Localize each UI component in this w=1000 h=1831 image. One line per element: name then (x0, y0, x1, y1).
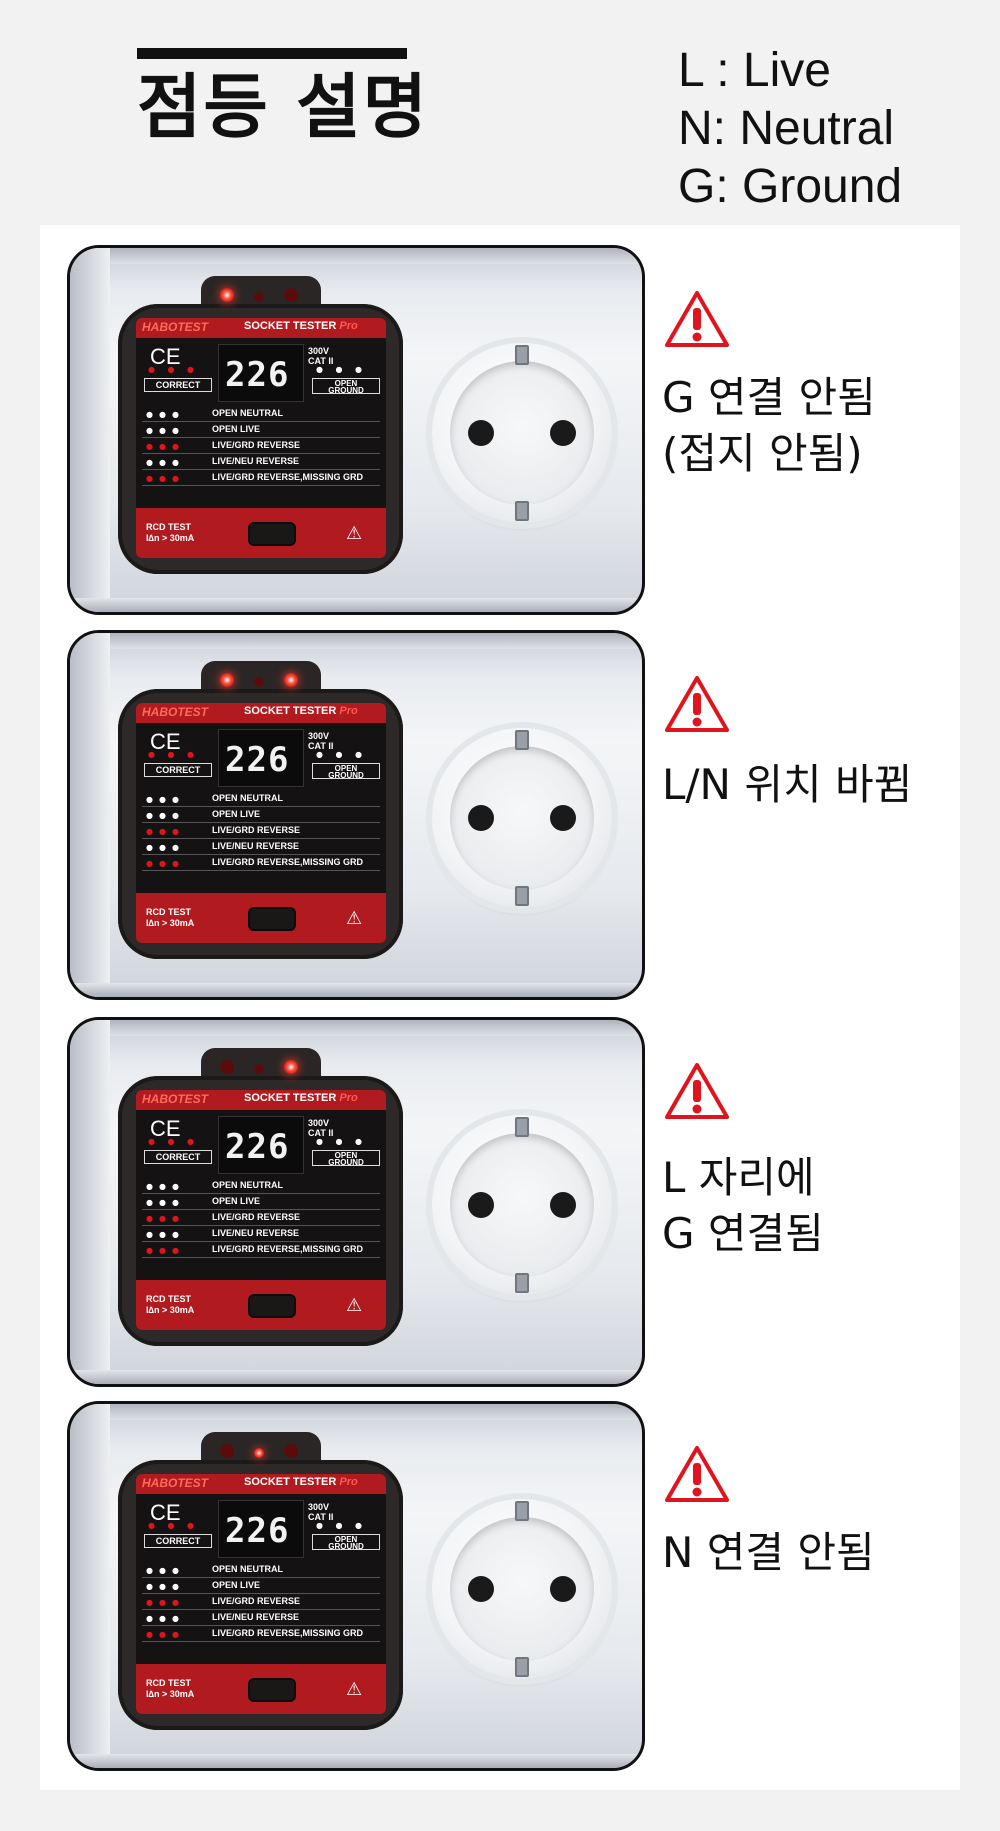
caption-line: (접지 안됨) (662, 429, 863, 478)
indicator-led-middle (254, 1064, 264, 1074)
indicator-led-left (220, 1060, 234, 1074)
voltage-display: 226 (218, 344, 304, 402)
warning-triangle-icon: ⚠ (346, 908, 363, 929)
indicator-led-left (220, 673, 234, 687)
brand-label: HABOTEST (142, 705, 208, 719)
indicator-led-middle (254, 677, 264, 687)
model-label: SOCKET TESTER Pro (244, 320, 358, 332)
condition-caption-4: N 연결 안됨 (662, 1525, 875, 1581)
voltage-display: 226 (218, 1500, 304, 1558)
rcd-test-button (248, 522, 296, 546)
legend-live: L : Live (678, 44, 831, 97)
wall-socket (432, 1115, 612, 1295)
correct-label: CORRECT (144, 1150, 212, 1164)
warning-icon (665, 291, 729, 347)
status-table: ●●●OPEN NEUTRAL ●●●OPEN LIVE ●●●LIVE/GRD… (142, 791, 380, 871)
rcd-test-button (248, 907, 296, 931)
caption-line: G 연결됨 (662, 1209, 824, 1258)
title-underline-bar (137, 48, 407, 59)
indicator-led-right (284, 673, 298, 687)
brand-label: HABOTEST (142, 1476, 208, 1490)
caption-line: L/N 위치 바뀜 (662, 760, 913, 809)
ce-mark: CE (150, 729, 181, 754)
warning-triangle-icon: ⚠ (346, 1679, 363, 1700)
condition-caption-3: L 자리에 G 연결됨 (662, 1150, 824, 1262)
status-table: ●●●OPEN NEUTRAL ●●●OPEN LIVE ●●●LIVE/GRD… (142, 406, 380, 486)
rcd-test-button (248, 1294, 296, 1318)
ce-mark: CE (150, 344, 181, 369)
brand-label: HABOTEST (142, 1092, 208, 1106)
ce-mark: CE (150, 1500, 181, 1525)
indicator-led-right (284, 1060, 298, 1074)
indicator-led-left (220, 1444, 234, 1458)
correct-label: CORRECT (144, 378, 212, 392)
condition-caption-2: L/N 위치 바뀜 (662, 757, 912, 813)
warning-triangle-icon: ⚠ (346, 523, 363, 544)
brand-label: HABOTEST (142, 320, 208, 334)
indicator-led-left (220, 288, 234, 302)
indicator-led-middle (254, 292, 264, 302)
caption-line: G 연결 안됨 (662, 373, 876, 422)
warning-triangle-icon: ⚠ (346, 1295, 363, 1316)
status-table: ●●●OPEN NEUTRAL ●●●OPEN LIVE ●●●LIVE/GRD… (142, 1178, 380, 1258)
wall-socket (432, 1499, 612, 1679)
model-label: SOCKET TESTER Pro (244, 1092, 358, 1104)
indicator-led-middle (254, 1448, 264, 1458)
model-label: SOCKET TESTER Pro (244, 1476, 358, 1488)
legend-neutral: N: Neutral (678, 102, 895, 155)
voltage-display: 226 (218, 1116, 304, 1174)
caption-line: L 자리에 (662, 1153, 815, 1202)
wall-socket (432, 343, 612, 523)
page-title: 점등 설명 (137, 66, 429, 148)
correct-label: CORRECT (144, 1534, 212, 1548)
warning-icon (665, 676, 729, 732)
warning-icon (665, 1446, 729, 1502)
model-label: SOCKET TESTER Pro (244, 705, 358, 717)
warning-icon (665, 1063, 729, 1119)
correct-label: CORRECT (144, 763, 212, 777)
voltage-display: 226 (218, 729, 304, 787)
legend: L : Live N: Neutral G: Ground (678, 42, 902, 216)
rcd-test-button (248, 1678, 296, 1702)
status-table: ●●●OPEN NEUTRAL ●●●OPEN LIVE ●●●LIVE/GRD… (142, 1562, 380, 1642)
indicator-led-right (284, 288, 298, 302)
ce-mark: CE (150, 1116, 181, 1141)
indicator-led-right (284, 1444, 298, 1458)
caption-line: N 연결 안됨 (662, 1528, 875, 1577)
legend-ground: G: Ground (678, 160, 903, 213)
wall-socket (432, 728, 612, 908)
condition-caption-1: G 연결 안됨 (접지 안됨) (662, 370, 876, 482)
